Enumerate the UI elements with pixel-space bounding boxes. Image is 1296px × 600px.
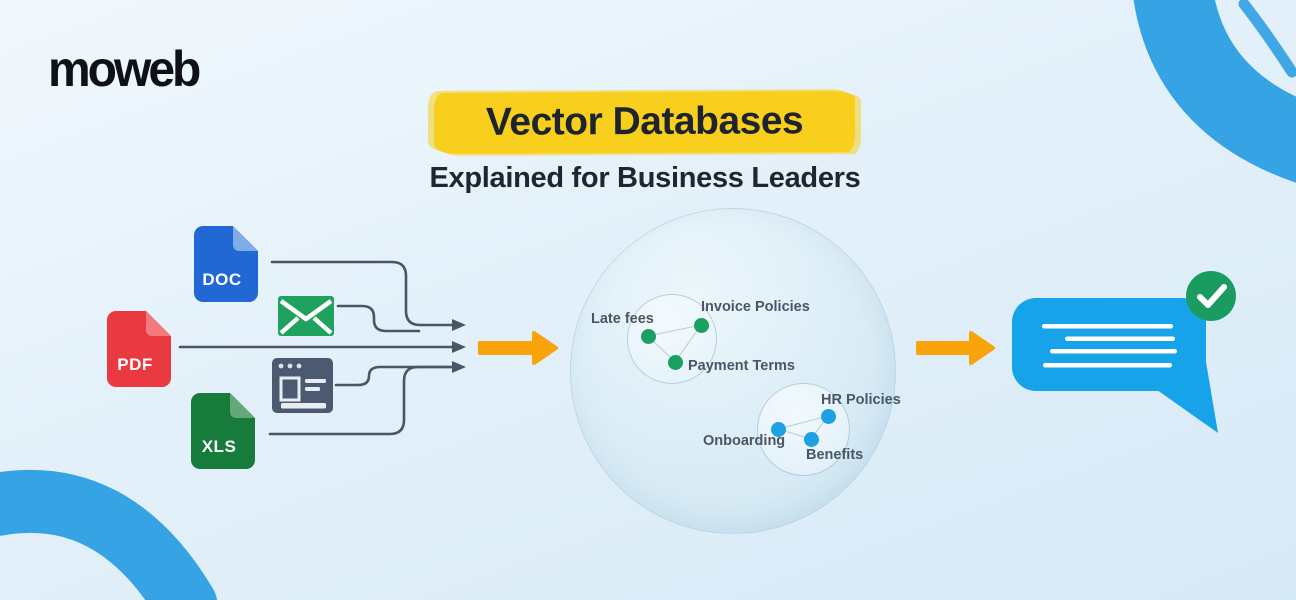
pdf-label: PDF [117,355,153,374]
doc-label: DOC [202,270,242,289]
cluster-label-invoice-policies: Invoice Policies [701,299,810,315]
dot-invoice-policies [694,318,709,333]
moweb-logo: moweb [48,41,201,98]
brush-stroke-bottom-left [0,470,217,600]
doc-file-icon: DOC [193,225,259,303]
header: Vector Databases Explained for Business … [345,91,945,195]
dot-late-fees [641,329,656,344]
cluster-label-payment-terms: Payment Terms [688,358,795,374]
page-subtitle: Explained for Business Leaders [429,162,861,194]
brush-stroke-top-right-slash [1238,0,1296,78]
xls-file-icon: XLS [190,392,256,470]
dot-benefits [804,432,819,447]
webpage-icon [272,358,333,413]
cluster-label-hr-policies: HR Policies [821,392,901,408]
dot-payment-terms [668,355,683,370]
dot-onboarding [771,422,786,437]
ingest-arrow [478,331,558,365]
cluster-label-onboarding: Onboarding [703,433,786,449]
connector-arrowheads [452,319,466,373]
cluster-label-benefits: Benefits [806,447,864,463]
webpage-connector [334,365,454,387]
vector-space-circle [570,208,896,534]
page-title: Vector Databases [486,99,804,144]
cluster-label-late-fees: Late fees [591,311,654,327]
output-arrow [916,331,995,365]
pdf-file-icon: PDF [106,310,172,388]
email-connector [336,304,421,333]
xls-label: XLS [201,437,237,456]
dot-hr-policies [821,409,836,424]
bubble-text-lines [1042,324,1177,368]
chat-bubble-icon [1012,298,1218,433]
check-icon [1186,271,1236,321]
title-highlight: Vector Databases [434,91,856,154]
brush-stroke-top-right [1133,0,1296,183]
email-icon [278,296,334,336]
